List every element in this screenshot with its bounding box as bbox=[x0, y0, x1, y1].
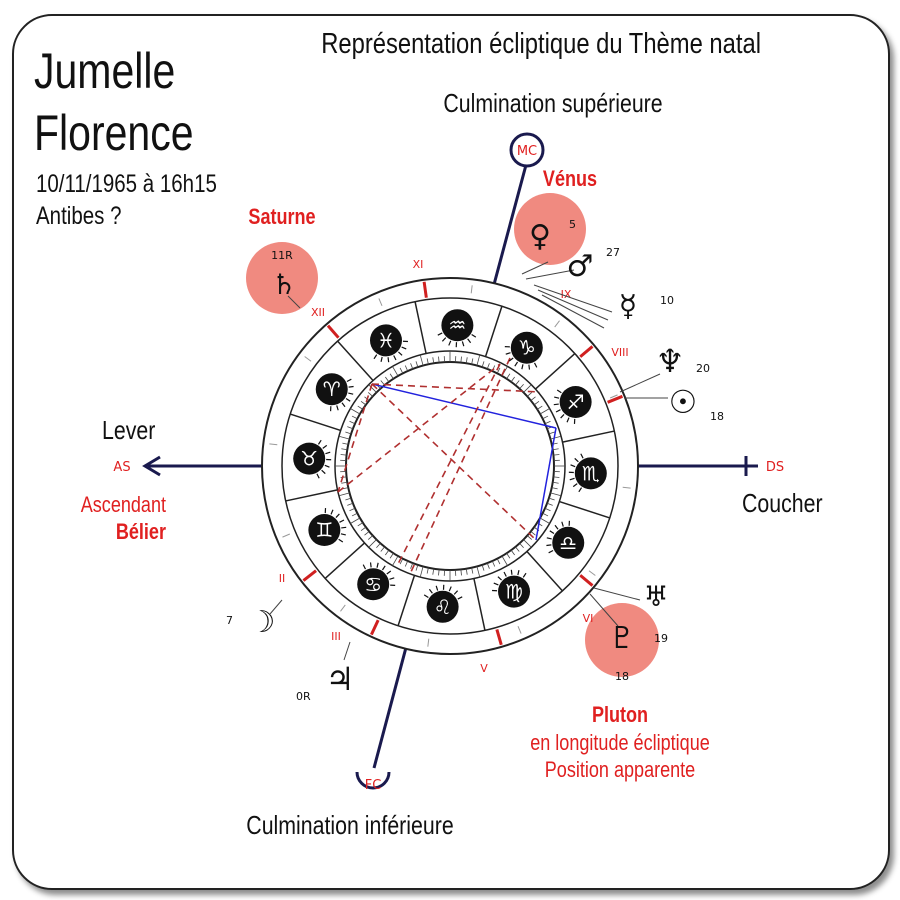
aspect-blue-2 bbox=[535, 427, 557, 541]
moon-degree: 7 bbox=[226, 614, 233, 627]
venus-glyph: ♀ bbox=[529, 219, 551, 254]
moon-glyph: ☽ bbox=[249, 605, 276, 640]
house-cusp-marks bbox=[269, 281, 631, 647]
meridian-axis bbox=[372, 164, 528, 769]
pluto-note-longitude: en longitude écliptique bbox=[530, 730, 710, 755]
saturn-glyph: ♄ bbox=[271, 268, 296, 301]
sign-badge-gemini: ♊ bbox=[308, 508, 347, 547]
degree-ticks bbox=[335, 351, 565, 581]
aspect-red-1 bbox=[371, 383, 537, 541]
neptune-degree: 20 bbox=[696, 362, 710, 375]
ds-label: DS bbox=[766, 460, 784, 475]
aspect-red-3 bbox=[337, 363, 501, 493]
sign-badge-virgo: ♍ bbox=[492, 569, 531, 608]
birth-date-time: 10/11/1965 à 16h15 bbox=[36, 170, 217, 198]
sign-glyph-aries: ♈ bbox=[323, 377, 341, 401]
outer-ring bbox=[261, 277, 639, 655]
sign-dividers bbox=[285, 301, 615, 631]
sign-glyph-leo: ♌ bbox=[434, 595, 452, 619]
setting-label: Coucher bbox=[742, 488, 823, 518]
house-label-v: V bbox=[480, 662, 488, 675]
sign-glyph-scorpio: ♏ bbox=[582, 461, 600, 485]
house-label-xii: XII bbox=[311, 306, 325, 319]
house-label-xi: XI bbox=[413, 258, 424, 271]
ascendant-label: Ascendant bbox=[80, 492, 166, 517]
pluto-highlight-disc bbox=[585, 603, 659, 677]
house-label-iii: III bbox=[331, 630, 341, 643]
person-name-line1: Jumelle bbox=[34, 43, 176, 99]
sign-badge-scorpio: ♏ bbox=[568, 453, 607, 493]
chart-title: Représentation écliptique du Thème natal bbox=[321, 28, 761, 60]
house-label-ii: II bbox=[279, 572, 286, 585]
sign-badge-leo: ♌ bbox=[423, 584, 463, 623]
aspect-red-4 bbox=[396, 363, 501, 567]
mc-marker bbox=[509, 132, 545, 168]
sign-glyph-libra: ♎ bbox=[559, 531, 577, 555]
aspect-red-6 bbox=[409, 357, 511, 575]
venus-highlight-disc bbox=[514, 193, 586, 265]
sign-badge-libra: ♎ bbox=[546, 520, 585, 559]
venus-highlight-label: Vénus bbox=[542, 166, 598, 191]
aspect-blue-1 bbox=[371, 383, 557, 429]
neptune-glyph: ♆ bbox=[656, 342, 685, 380]
fc-marker bbox=[355, 771, 391, 790]
sign-glyph-pisces: ♓ bbox=[377, 328, 395, 352]
sign-glyph-capricorn: ♑ bbox=[518, 336, 536, 360]
sign-badge-aquarius: ♒ bbox=[437, 309, 477, 348]
mc-label: MC bbox=[517, 144, 537, 159]
sign-badges: ♒ ♑ ♐ ♏ ♎ ♍ ♌ ♋ ♊ ♉ ♈ ♓ bbox=[293, 309, 607, 623]
sign-glyph-sagittarius: ♐ bbox=[567, 390, 585, 414]
sun-glyph: ☉ bbox=[669, 383, 698, 421]
house-ring bbox=[281, 297, 619, 635]
rising-label: Lever bbox=[102, 415, 156, 445]
saturn-highlight-label: Saturne bbox=[248, 204, 316, 229]
pluto-note-apparent: Position apparente bbox=[544, 757, 696, 782]
sign-badge-capricorn: ♑ bbox=[504, 331, 543, 370]
saturn-degree: 11R bbox=[271, 249, 293, 262]
fc-label: FC bbox=[365, 778, 382, 793]
house-label-viii: VIII bbox=[611, 346, 628, 359]
pluto-highlight-label: Pluton bbox=[591, 702, 649, 727]
sign-badge-cancer: ♋ bbox=[357, 562, 396, 601]
sign-glyph-aquarius: ♒ bbox=[448, 313, 466, 337]
sun-degree: 18 bbox=[710, 410, 724, 423]
aspect-red-5 bbox=[371, 383, 541, 393]
birth-place: Antibes ? bbox=[36, 202, 122, 230]
uranus-glyph: ♅ bbox=[643, 580, 668, 613]
upper-culmination-label: Culmination supérieure bbox=[443, 88, 663, 118]
pluto-glyph: ♇ bbox=[609, 621, 636, 656]
mars-degree: 27 bbox=[606, 246, 620, 259]
as-label: AS bbox=[113, 460, 130, 475]
mercury-degree: 10 bbox=[660, 294, 674, 307]
aspect-red-2 bbox=[337, 383, 373, 493]
planet-leader-lines bbox=[269, 261, 668, 661]
sign-badge-aries: ♈ bbox=[315, 373, 354, 412]
sign-badge-pisces: ♓ bbox=[369, 324, 408, 363]
sign-glyph-cancer: ♋ bbox=[364, 572, 382, 596]
jupiter-degree: 0R bbox=[296, 690, 311, 703]
venus-degree: 5 bbox=[569, 218, 576, 231]
aspect-lines bbox=[337, 357, 557, 575]
jupiter-glyph: ♃ bbox=[326, 660, 355, 698]
house-label-ix: IX bbox=[561, 288, 572, 301]
pluto-degree: 18 bbox=[615, 670, 629, 683]
lower-culmination-label: Culmination inférieure bbox=[246, 810, 454, 840]
pluto-extra-degree: 19 bbox=[654, 632, 668, 645]
saturn-highlight-disc bbox=[246, 242, 318, 314]
sign-badge-sagittarius: ♐ bbox=[553, 385, 592, 424]
person-name-line2: Florence bbox=[34, 105, 194, 161]
mars-glyph: ♂ bbox=[567, 249, 594, 284]
horizon-axis bbox=[142, 455, 758, 477]
mercury-glyph: ☿ bbox=[619, 289, 637, 324]
sign-badge-taurus: ♉ bbox=[293, 439, 332, 479]
ascendant-sign-label: Bélier bbox=[115, 519, 166, 544]
house-label-vi: VI bbox=[583, 612, 594, 625]
sign-glyph-gemini: ♊ bbox=[315, 518, 333, 542]
sign-glyph-virgo: ♍ bbox=[505, 580, 523, 604]
sign-glyph-taurus: ♉ bbox=[300, 447, 318, 471]
